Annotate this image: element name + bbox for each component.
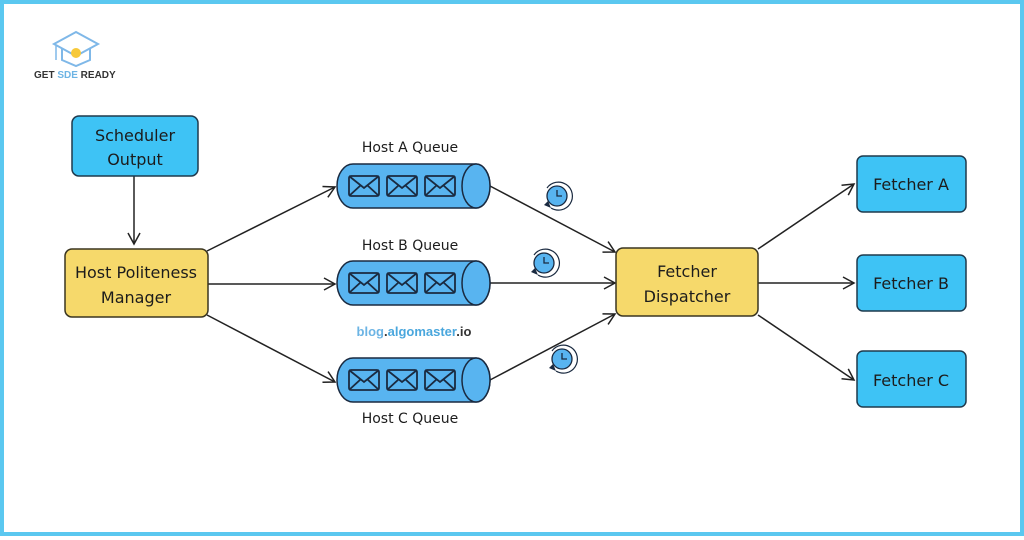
watermark-blog: blog bbox=[357, 324, 384, 339]
timers bbox=[531, 181, 578, 374]
scheduler-line2: Output bbox=[107, 150, 163, 169]
fetcher-c-label: Fetcher C bbox=[873, 371, 949, 390]
queue-host-c: Host C Queue bbox=[336, 357, 491, 427]
arrow-dispatcher-to-fetcher-c bbox=[757, 314, 856, 381]
connectors bbox=[127, 176, 856, 383]
arrow-queue-c-to-dispatcher bbox=[489, 313, 617, 381]
logo-part-ready: READY bbox=[78, 70, 116, 81]
graduation-cap-icon bbox=[51, 30, 101, 68]
queue-host-a: Host A Queue bbox=[336, 140, 491, 209]
watermark-io: io bbox=[460, 324, 472, 339]
logo: GET SDE READY bbox=[34, 30, 116, 81]
queue-label: Host B Queue bbox=[362, 238, 458, 254]
queue-host-b: Host B Queue bbox=[336, 238, 491, 306]
queue-label: Host C Queue bbox=[362, 411, 459, 427]
envelope-icon bbox=[386, 175, 418, 197]
arrow-manager-to-queue-c bbox=[206, 314, 337, 383]
host-politeness-manager-node: Host Politeness Manager bbox=[64, 248, 209, 318]
queue-cylinder-cap bbox=[461, 260, 491, 306]
envelope-icon bbox=[348, 272, 380, 294]
envelope-icon bbox=[348, 369, 380, 391]
dispatcher-line1: Fetcher bbox=[657, 262, 717, 281]
watermark-dot2: . bbox=[456, 324, 460, 339]
logo-part-sde: SDE bbox=[57, 70, 78, 81]
watermark: blog.algomaster.io bbox=[357, 324, 472, 339]
queue-label: Host A Queue bbox=[362, 140, 458, 156]
watermark-algomaster: algomaster bbox=[388, 324, 457, 339]
manager-line1: Host Politeness bbox=[75, 263, 197, 282]
watermark-dot1: . bbox=[384, 324, 388, 339]
envelope-icon bbox=[386, 369, 418, 391]
fetcher-b-label: Fetcher B bbox=[873, 274, 949, 293]
manager-line2: Manager bbox=[101, 288, 172, 307]
clock-icon bbox=[531, 248, 560, 278]
scheduler-output-node: Scheduler Output bbox=[71, 115, 199, 177]
fetcher-a-label: Fetcher A bbox=[873, 175, 949, 194]
fetcher-dispatcher-node: Fetcher Dispatcher bbox=[615, 247, 759, 317]
fetcher-b-node: Fetcher B bbox=[856, 254, 967, 312]
logo-part-get: GET bbox=[34, 70, 57, 81]
scheduler-line1: Scheduler bbox=[95, 126, 176, 145]
clock-icon bbox=[544, 181, 573, 211]
clock-icon bbox=[549, 344, 578, 374]
envelope-icon bbox=[386, 272, 418, 294]
envelope-icon bbox=[424, 272, 456, 294]
queue-cylinder-cap bbox=[461, 163, 491, 209]
arrow-queue-a-to-dispatcher bbox=[489, 185, 617, 253]
fetcher-c-node: Fetcher C bbox=[856, 350, 967, 408]
dispatcher-line2: Dispatcher bbox=[644, 287, 731, 306]
diagram-canvas: GET SDE READY Scheduler Output Host Poli… bbox=[34, 30, 967, 427]
envelope-icon bbox=[348, 175, 380, 197]
arrow-manager-to-queue-a bbox=[206, 185, 337, 252]
logo-text: GET SDE READY bbox=[34, 70, 116, 81]
queue-cylinder-cap bbox=[461, 357, 491, 403]
arrow-dispatcher-to-fetcher-a bbox=[757, 183, 856, 250]
fetcher-a-node: Fetcher A bbox=[856, 155, 967, 213]
envelope-icon bbox=[424, 369, 456, 391]
envelope-icon bbox=[424, 175, 456, 197]
